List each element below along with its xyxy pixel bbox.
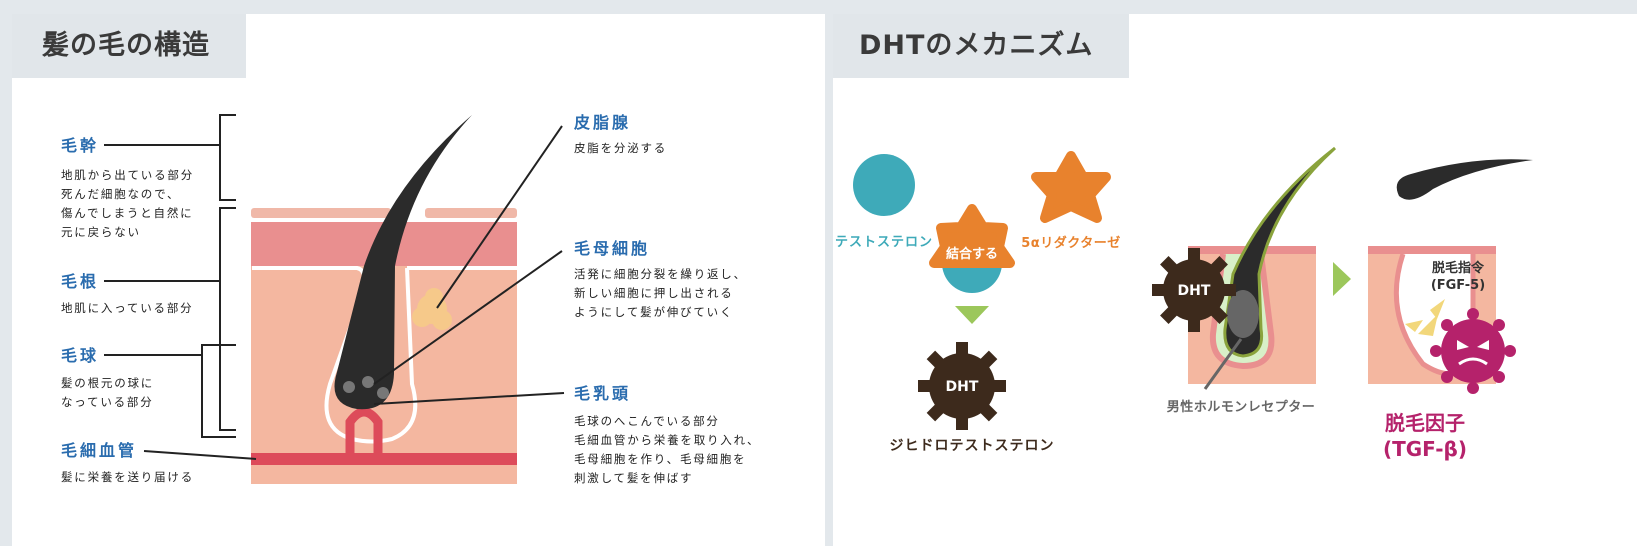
arrow-right-icon xyxy=(1333,262,1351,296)
desc-hair-root: 地肌に入っている部分 xyxy=(61,301,193,315)
label-capillary: 毛細血管 xyxy=(61,441,137,460)
label-hair-root: 毛根 xyxy=(61,272,99,291)
label-hair-shaft: 毛幹 xyxy=(61,136,99,155)
virus-monster-icon xyxy=(1430,308,1516,394)
desc-dermal-papilla: 刺激して髪を伸ばす xyxy=(574,471,693,485)
desc-hair-shaft: 死んだ細胞なので、 xyxy=(61,187,180,201)
dht-mechanism-panel: DHTのメカニズム テストステロン 5αリダクターゼ 結合する xyxy=(833,14,1637,546)
matrix-cell-dot xyxy=(343,381,355,393)
star-molecule-icon xyxy=(1031,151,1111,223)
signal-label: 脱毛指令 xyxy=(1432,260,1485,276)
desc-hair-shaft: 地肌から出ている部分 xyxy=(61,168,194,182)
leader-lines xyxy=(104,114,565,460)
label-hair-bulb: 毛球 xyxy=(61,346,99,365)
reductase-label: 5αリダクターゼ xyxy=(1021,235,1120,251)
matrix-cell-dot xyxy=(377,387,389,399)
signal-label: (FGF-5) xyxy=(1431,278,1485,293)
testosterone-molecule-icon xyxy=(853,154,915,216)
skin-surface-layer xyxy=(1368,246,1496,254)
factor-label: 脱毛因子 xyxy=(1385,411,1465,435)
desc-capillary: 髪に栄養を送り届ける xyxy=(61,470,194,484)
dht-label: DHT xyxy=(946,379,979,395)
star-bound-icon xyxy=(929,204,1015,268)
desc-dermal-papilla: 毛母細胞を作り、毛母細胞を xyxy=(574,452,746,466)
desc-hair-shaft: 元に戻らない xyxy=(61,225,141,239)
receptor-label: 男性ホルモンレセプター xyxy=(1167,399,1316,415)
desc-dermal-papilla: 毛球のへこんでいる部分 xyxy=(574,414,720,428)
panel-title: DHTのメカニズム xyxy=(833,14,1130,78)
desc-matrix-cell: 活発に細胞分裂を繰り返し、 xyxy=(574,267,747,281)
desc-hair-bulb: なっている部分 xyxy=(61,395,154,409)
label-sebaceous-gland: 皮脂腺 xyxy=(573,113,631,132)
panel-title: 髪の毛の構造 xyxy=(12,14,246,78)
matrix-cell-dot xyxy=(362,376,374,388)
signal-burst-icon xyxy=(1405,299,1445,336)
gear-molecule-icon xyxy=(918,342,1006,430)
capillary-vessel xyxy=(251,453,517,465)
fallen-hair-icon xyxy=(1396,159,1533,200)
desc-matrix-cell: ようにして髪が伸びていく xyxy=(574,305,733,319)
testosterone-label: テストステロン xyxy=(835,235,933,250)
arrow-down-icon xyxy=(955,306,989,324)
factor-label: (TGF-β) xyxy=(1383,437,1467,461)
hair-structure-diagram: 毛幹 地肌から出ている部分 死んだ細胞なので、 傷んでしまうと自然に 元に戻らな… xyxy=(61,113,760,485)
skin-surface-layer xyxy=(425,208,517,218)
label-matrix-cell: 毛母細胞 xyxy=(574,239,650,258)
hair-structure-panel: 髪の毛の構造 xyxy=(12,14,825,546)
skin-cross-section xyxy=(251,115,517,484)
dht-attached-label: DHT xyxy=(1178,283,1211,299)
dht-full-label: ジヒドロテストステロン xyxy=(890,438,1055,454)
hair-bulb-icon xyxy=(1227,290,1259,338)
dht-mechanism-diagram: テストステロン 5αリダクターゼ 結合する DHT ジヒドロテストステロン xyxy=(835,146,1533,461)
desc-sebaceous-gland: 皮脂を分泌する xyxy=(574,141,667,155)
desc-matrix-cell: 新しい細胞に押し出される xyxy=(574,286,734,300)
desc-hair-bulb: 髪の根元の球に xyxy=(61,376,154,390)
skin-surface-layer xyxy=(251,208,391,218)
capillary-loop xyxy=(345,407,383,464)
sebaceous-gland-icon xyxy=(412,288,452,330)
receptor-pointer-line xyxy=(1203,338,1243,390)
label-dermal-papilla: 毛乳頭 xyxy=(574,384,631,403)
bind-label: 結合する xyxy=(946,246,998,262)
desc-dermal-papilla: 毛細血管から栄養を取り入れ、 xyxy=(574,433,760,447)
gear-molecule-icon xyxy=(1152,248,1236,332)
desc-hair-shaft: 傷んでしまうと自然に xyxy=(61,206,193,220)
hair-strand xyxy=(334,115,472,410)
